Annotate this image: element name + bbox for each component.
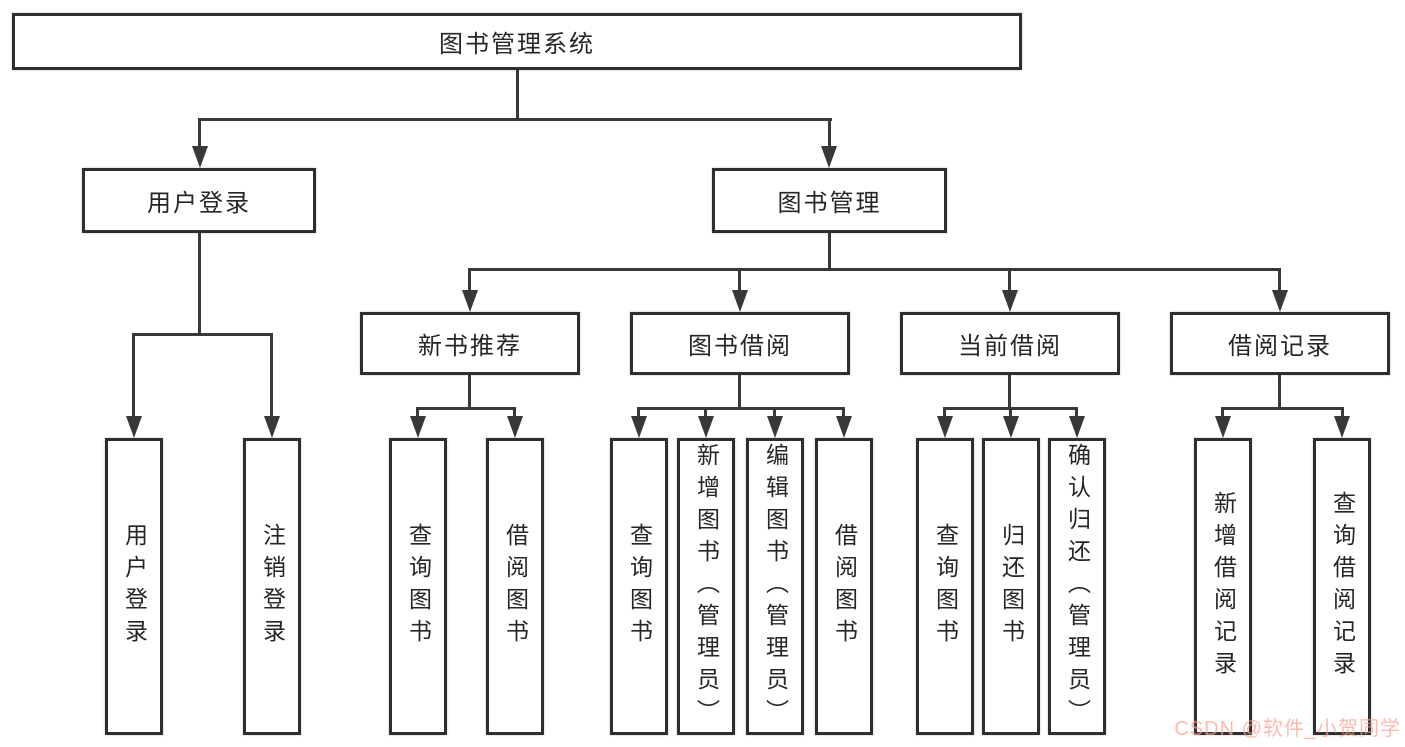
arrow-down-icon [1272, 290, 1288, 312]
node-label: 图书管理系统 [439, 31, 595, 58]
node-label: 图书管理 [777, 190, 882, 217]
node-label: 当前借阅 [958, 333, 1062, 360]
node-label: 查询借阅记录 [1329, 490, 1356, 683]
connector-line [468, 268, 471, 294]
arrow-down-icon [1002, 290, 1018, 312]
connector-line [1008, 375, 1011, 410]
node-label: 新增借阅记录 [1210, 490, 1237, 683]
connector-line [416, 407, 516, 410]
connector-line [842, 407, 845, 419]
connector-line [704, 407, 707, 419]
arrow-down-icon [767, 416, 783, 438]
node-label: 新书推荐 [418, 333, 522, 360]
arrow-down-icon [698, 416, 714, 438]
arrow-down-icon [507, 416, 523, 438]
node-label: 借阅图书 [831, 522, 858, 651]
node-library-management-system: 图书管理系统 [12, 13, 1022, 70]
connector-line [1221, 407, 1224, 419]
node-label: 图书借阅 [688, 333, 792, 360]
connector-line [738, 268, 741, 294]
connector-line [828, 118, 831, 150]
arrow-down-icon [836, 416, 852, 438]
node-current-borrowing: 当前借阅 [900, 312, 1120, 375]
connector-line [1008, 268, 1011, 294]
arrow-down-icon [126, 416, 142, 438]
connector-line [1075, 407, 1078, 419]
leaf-query-books-current: 查询图书 [916, 438, 974, 735]
arrow-down-icon [821, 146, 837, 168]
connector-line [468, 268, 1281, 271]
connector-line [513, 407, 516, 419]
connector-line [132, 333, 135, 418]
arrow-down-icon [1003, 416, 1019, 438]
node-label: 确认归还（管理员） [1064, 442, 1091, 731]
leaf-confirm-return-admin: 确认归还（管理员） [1048, 438, 1106, 735]
node-label: 查询图书 [932, 522, 959, 651]
node-user-login: 用户登录 [82, 168, 316, 233]
node-book-borrowing: 图书借阅 [630, 312, 850, 375]
connector-line [198, 118, 201, 150]
connector-line [1278, 268, 1281, 294]
connector-line [1341, 407, 1344, 419]
connector-line [132, 333, 273, 336]
arrow-down-icon [631, 416, 647, 438]
node-label: 注销登录 [259, 522, 286, 651]
arrow-down-icon [1334, 416, 1350, 438]
arrow-down-icon [937, 416, 953, 438]
leaf-query-books-borrowing: 查询图书 [610, 438, 668, 735]
node-label: 新增图书（管理员） [693, 442, 720, 731]
node-label: 借阅记录 [1228, 333, 1332, 360]
connector-line [773, 407, 776, 419]
node-label: 查询图书 [626, 522, 653, 651]
arrow-down-icon [732, 290, 748, 312]
node-label: 用户登录 [147, 190, 251, 217]
leaf-query-borrow-record: 查询借阅记录 [1313, 438, 1371, 735]
leaf-borrow-books-recommend: 借阅图书 [486, 438, 544, 735]
leaf-return-books: 归还图书 [982, 438, 1040, 735]
leaf-borrow-books-borrowing: 借阅图书 [815, 438, 873, 735]
connector-line [516, 70, 519, 121]
connector-line [1009, 407, 1012, 419]
connector-line [468, 375, 471, 410]
connector-line [198, 233, 201, 336]
connector-line [738, 375, 741, 410]
connector-line [1278, 375, 1281, 410]
leaf-add-books-admin: 新增图书（管理员） [677, 438, 735, 735]
connector-line [828, 233, 831, 271]
node-book-management: 图书管理 [712, 168, 947, 233]
node-label: 查询图书 [405, 522, 432, 651]
node-borrowing-records: 借阅记录 [1170, 312, 1390, 375]
connector-line [1221, 407, 1344, 410]
connector-line [943, 407, 946, 419]
node-new-book-recommendation: 新书推荐 [360, 312, 580, 375]
leaf-add-borrow-record: 新增借阅记录 [1194, 438, 1252, 735]
node-label: 编辑图书（管理员） [762, 442, 789, 731]
connector-line [198, 118, 832, 121]
arrow-down-icon [410, 416, 426, 438]
arrow-down-icon [264, 416, 280, 438]
leaf-logout-login: 注销登录 [243, 438, 301, 735]
node-label: 用户登录 [121, 522, 148, 651]
leaf-query-books-recommend: 查询图书 [389, 438, 447, 735]
csdn-watermark: CSDN @软件_小贺同学 [1174, 718, 1401, 740]
connector-line [637, 407, 845, 410]
connector-line [270, 333, 273, 418]
node-label: 借阅图书 [502, 522, 529, 651]
node-label: 归还图书 [998, 522, 1025, 651]
connector-line [637, 407, 640, 419]
leaf-user-login: 用户登录 [105, 438, 163, 735]
connector-line [416, 407, 419, 419]
arrow-down-icon [462, 290, 478, 312]
arrow-down-icon [1069, 416, 1085, 438]
arrow-down-icon [192, 146, 208, 168]
leaf-edit-books-admin: 编辑图书（管理员） [746, 438, 804, 735]
arrow-down-icon [1215, 416, 1231, 438]
